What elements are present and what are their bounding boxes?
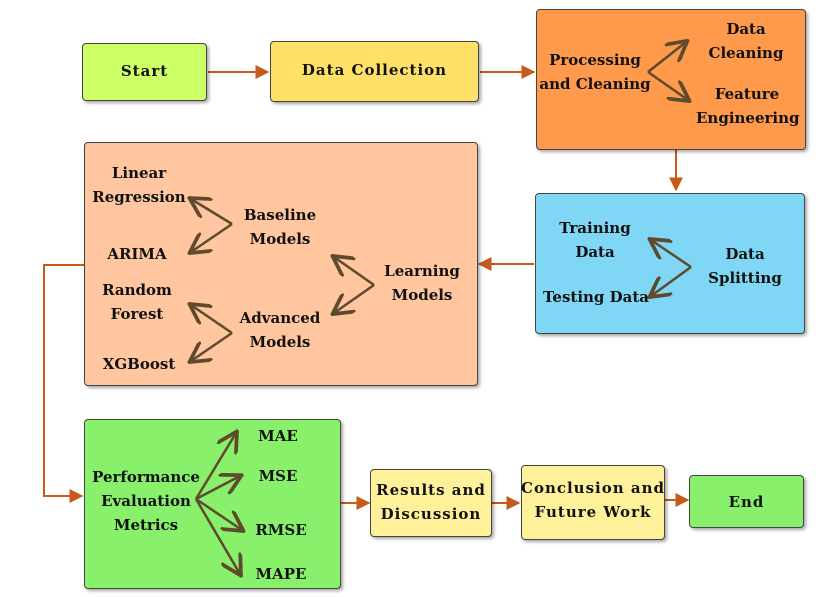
random-forest-label: Random Forest [102,281,172,323]
learning-models-label: Learning Models [384,262,460,304]
conclusion-label: Conclusion and Future Work [521,479,665,521]
rmse-label: RMSE [255,521,307,539]
training-data-label: Training Data [559,219,631,261]
branch-to-rmse [195,497,242,530]
xgboost-label: XGBoost [102,355,176,373]
branch-to-random-forest [191,305,233,335]
branch-to-mae [194,433,236,500]
branch-to-baseline [334,257,375,287]
results-box [370,469,492,537]
conclusion-box [521,465,665,540]
learning-models-box [84,142,478,386]
advanced-models-label: Advanced Models [239,309,321,351]
branch-to-arima [191,222,233,252]
data-collection-label: Data Collection [301,61,448,79]
linear-regression-label: Linear Regression [92,164,186,206]
mape-label: MAPE [255,565,307,583]
mae-label: MAE [258,427,298,445]
feature-engineering-label: Feature Engineering [696,85,800,127]
branch-to-training-data [651,240,692,269]
testing-data-label: Testing Data [542,288,650,306]
processing-label: Processing and Cleaning [539,51,651,93]
data-splitting-label: Data Splitting [708,245,782,287]
baseline-models-label: Baseline Models [243,206,317,248]
data-cleaning-label: Data Cleaning [708,20,784,62]
processing-box [536,9,806,150]
data-collection-box [270,41,479,102]
branch-to-mape [194,498,240,574]
branch-to-testing-data [651,265,692,296]
start-box [82,43,207,101]
evaluation-box [84,419,341,589]
data-splitting-box [535,193,805,334]
arima-label: ARIMA [107,245,167,263]
end-box [689,475,804,528]
branch-to-xgboost [191,331,233,361]
branch-to-mse [195,476,240,501]
branch-to-linear-regression [191,199,233,226]
performance-label: Performance Evaluation Metrics [92,468,200,534]
arrow-learning-to-evaluation [43,264,84,503]
end-label: End [728,493,765,511]
mse-label: MSE [258,467,298,485]
results-label: Results and Discussion [376,481,486,523]
branch-to-advanced [334,283,375,313]
branch-to-feature-engineering [647,70,688,100]
branch-to-data-cleaning [647,42,686,73]
start-label: Start [120,62,169,80]
